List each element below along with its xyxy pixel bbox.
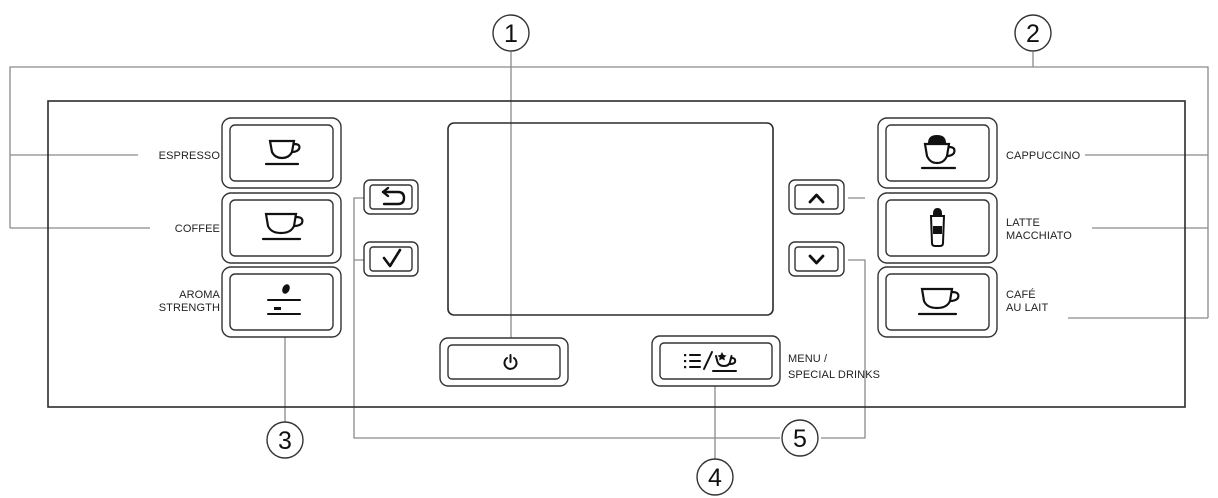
aroma-label-line2: STRENGTH <box>159 302 220 314</box>
callout-4: 4 <box>696 458 734 496</box>
coffee-bean-strength-icon <box>267 284 301 315</box>
cafe-au-lait-cup-icon <box>917 287 960 316</box>
espresso-button[interactable] <box>221 117 342 189</box>
coffee-cup-icon <box>261 212 304 241</box>
up-button[interactable] <box>788 179 845 215</box>
cappuccino-cup-icon <box>920 135 957 170</box>
power-icon <box>503 354 518 370</box>
chevron-up-icon <box>808 193 825 204</box>
cafe-au-lait-button[interactable] <box>877 266 998 338</box>
menu-list-special-drinks-icon <box>684 351 737 372</box>
chevron-down-icon <box>808 254 825 265</box>
cafe-label-line2: AU LAIT <box>1006 302 1048 314</box>
latte-label-line2: MACCHIATO <box>1006 230 1072 242</box>
callout-4-number: 4 <box>708 464 722 492</box>
control-panel <box>47 100 1186 408</box>
checkmark-icon <box>382 248 402 268</box>
latte-label-line1: LATTE <box>1006 217 1040 229</box>
leader-lines <box>9 52 1209 460</box>
callout-3-number: 3 <box>278 427 292 455</box>
latte-macchiato-button[interactable] <box>877 192 998 264</box>
cappuccino-button[interactable] <box>877 117 998 189</box>
callout-5: 5 <box>781 419 819 457</box>
espresso-cup-icon <box>264 139 301 166</box>
callout-1-number: 1 <box>504 20 518 48</box>
latte-glass-icon <box>929 207 946 247</box>
aroma-label-line1: AROMA <box>179 289 220 301</box>
callout-2-number: 2 <box>1026 20 1040 48</box>
menu-special-drinks-button[interactable] <box>651 335 781 387</box>
display-screen <box>447 122 774 316</box>
callout-3: 3 <box>266 421 304 459</box>
callout-2: 2 <box>1014 14 1052 52</box>
coffee-label: COFFEE <box>175 223 220 235</box>
down-button[interactable] <box>788 241 845 277</box>
back-arrow-icon <box>381 186 406 206</box>
power-button[interactable] <box>439 337 569 387</box>
confirm-button[interactable] <box>363 241 419 277</box>
callout-5-number: 5 <box>793 425 807 453</box>
cappuccino-label: CAPPUCCINO <box>1006 150 1081 162</box>
menu-label-line2: SPECIAL DRINKS <box>788 369 880 381</box>
cafe-label-line1: CAFÉ <box>1006 288 1036 301</box>
menu-label-line1: MENU / <box>788 353 828 365</box>
back-button[interactable] <box>363 179 419 215</box>
coffee-button[interactable] <box>221 192 342 264</box>
callout-1: 1 <box>492 14 530 52</box>
espresso-label: ESPRESSO <box>159 150 221 162</box>
aroma-strength-button[interactable] <box>221 266 342 338</box>
